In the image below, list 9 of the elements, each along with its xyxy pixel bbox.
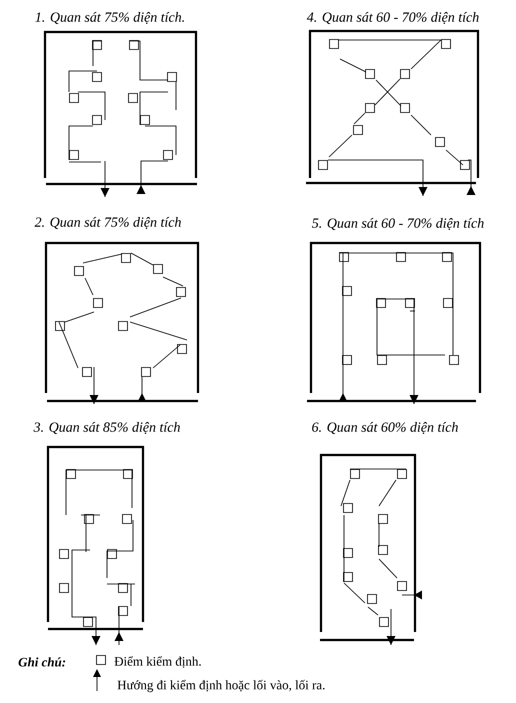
panel-title: 6. Quan sát 60% diện tích (312, 422, 458, 434)
panel-title: 5. Quan sát 60 - 70% diện tích (312, 218, 484, 230)
panel-title: 1. Quan sát 75% diện tích. (35, 12, 184, 24)
panel-title: 2. Quan sát 75% diện tích (34, 217, 181, 229)
panel-title: 3. Quan sát 85% diện tích (34, 422, 180, 434)
legend-text: Hướng đi kiểm định hoặc lối vào, lối ra. (118, 680, 324, 692)
legend-heading: Ghi chú: (18, 657, 66, 667)
legend-text: Điểm kiểm định. (114, 656, 201, 668)
panel-title: 4. Quan sát 60 - 70% diện tích (306, 12, 479, 24)
